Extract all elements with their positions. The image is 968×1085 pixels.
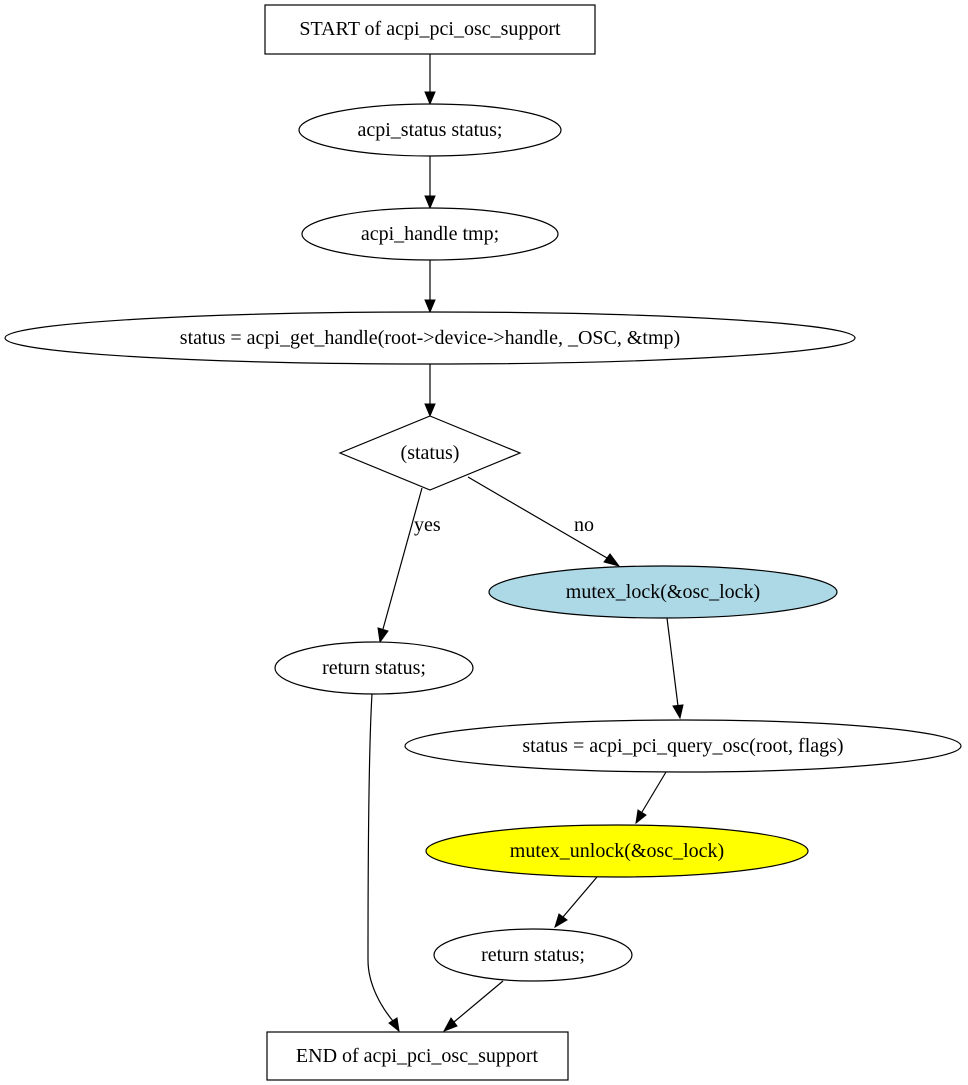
node-get-handle: status = acpi_get_handle(root->device->h… [4, 311, 856, 365]
node-mutex-unlock: mutex_unlock(&osc_lock) [425, 824, 809, 878]
edge-label-yes: yes [414, 514, 441, 536]
node-mutex-lock-label: mutex_lock(&osc_lock) [566, 581, 760, 603]
node-start: START of acpi_pci_osc_support [264, 4, 596, 55]
arrowhead [424, 91, 436, 106]
node-condition: (status) [338, 415, 522, 491]
node-start-label: START of acpi_pci_osc_support [299, 18, 561, 40]
node-mutex-unlock-label: mutex_unlock(&osc_lock) [510, 840, 724, 862]
node-query-osc-label: status = acpi_pci_query_osc(root, flags) [522, 735, 843, 757]
node-return-final-label: return status; [481, 944, 585, 966]
node-end: END of acpi_pci_osc_support [266, 1031, 569, 1081]
node-mutex-lock: mutex_lock(&osc_lock) [488, 565, 838, 619]
arrowhead [377, 627, 389, 644]
node-get-handle-label: status = acpi_get_handle(root->device->h… [180, 327, 680, 349]
node-return-final: return status; [433, 928, 633, 982]
edge-decl-tmp-to-get-handle [424, 260, 436, 314]
arrowhead [603, 553, 621, 567]
arrowhead [635, 809, 647, 825]
arrowhead [554, 913, 568, 929]
edge-return-early-to-end [367, 693, 400, 1033]
arrowhead [388, 1017, 400, 1033]
edge-condition-no: no [467, 476, 621, 567]
edge-query-to-unlock [635, 771, 667, 825]
edge-unlock-to-return-final [554, 876, 598, 929]
node-decl-tmp-label: acpi_handle tmp; [361, 223, 499, 245]
node-decl-status-label: acpi_status status; [358, 119, 503, 141]
edge-start-to-decl-status [424, 54, 436, 106]
edge-decl-status-to-decl-tmp [424, 156, 436, 210]
arrowhead [424, 195, 436, 210]
node-query-osc: status = acpi_pci_query_osc(root, flags) [404, 719, 962, 773]
edge-return-final-to-end [442, 980, 504, 1032]
arrowhead [672, 704, 684, 720]
edge-condition-yes: yes [377, 487, 441, 644]
node-decl-tmp: acpi_handle tmp; [301, 207, 559, 261]
arrowhead [424, 299, 436, 314]
node-condition-label: (status) [401, 442, 460, 464]
node-decl-status: acpi_status status; [298, 103, 562, 157]
node-end-label: END of acpi_pci_osc_support [296, 1045, 539, 1067]
edge-get-handle-to-condition [424, 364, 436, 418]
arrowhead [424, 403, 436, 418]
edge-label-no: no [574, 514, 594, 536]
arrowhead [442, 1017, 458, 1032]
node-return-early-label: return status; [322, 657, 426, 679]
edge-lock-to-query [666, 617, 684, 720]
node-return-early: return status; [274, 641, 474, 695]
